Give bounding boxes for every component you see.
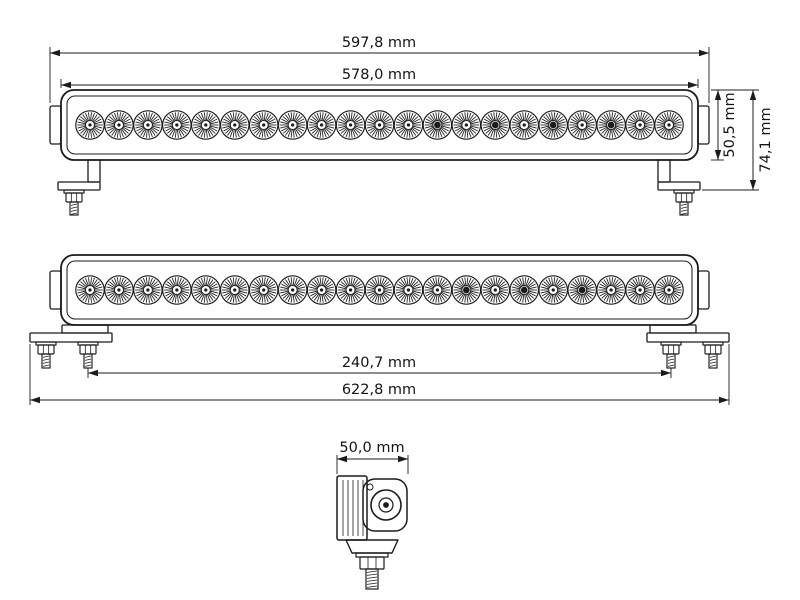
dim-outer-width-label: 597,8 mm [342, 35, 416, 51]
dim-side-width-label: 50,0 mm [339, 440, 404, 456]
dim-total-height-label: 74,1 mm [758, 107, 774, 172]
mounted-view [29, 254, 730, 369]
dim-body-height-label: 50,5 mm [722, 92, 738, 157]
dim-body-width-label: 578,0 mm [342, 67, 416, 83]
dimension-lines [29, 47, 759, 474]
dim-bolt-spacing-label: 240,7 mm [342, 355, 416, 371]
side-view [336, 475, 408, 590]
dim-overall-width-label: 622,8 mm [342, 382, 416, 398]
front-view [49, 89, 710, 216]
